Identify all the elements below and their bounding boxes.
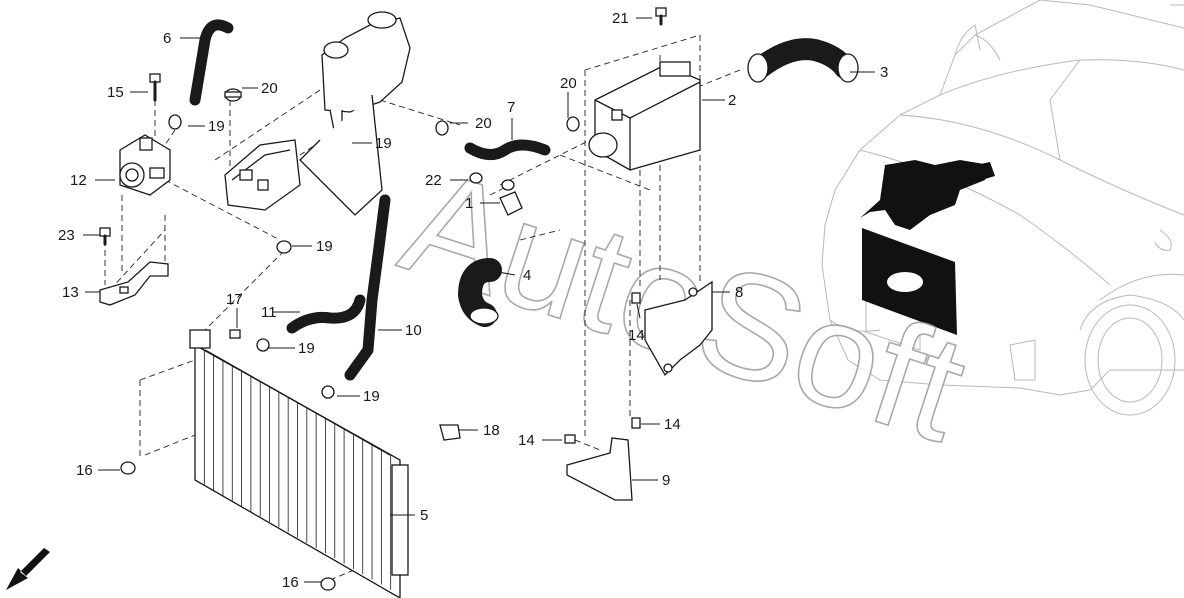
clip-part-19-a — [168, 114, 182, 130]
part-label: 19 — [363, 388, 380, 405]
bolt-part-15 — [149, 73, 161, 102]
cap-part-16-a — [120, 461, 136, 475]
part-label: 15 — [107, 84, 124, 101]
part-label: 19 — [375, 135, 392, 152]
part-label: 8 — [735, 284, 743, 301]
duct-part-3 — [747, 38, 859, 83]
part-label: 16 — [76, 462, 93, 479]
bracket-part-9 — [566, 437, 633, 501]
part-label: 14 — [518, 432, 535, 449]
clip-part-20-b — [435, 120, 449, 136]
hose-part-7 — [464, 139, 551, 160]
part-label: 19 — [208, 118, 225, 135]
bracket-part-8 — [644, 280, 713, 377]
hose-part-11 — [286, 294, 366, 334]
clip-part-20-c — [566, 116, 580, 132]
part-label: 20 — [560, 75, 577, 92]
part-label: 14 — [628, 327, 645, 344]
hose-part-10 — [344, 194, 391, 381]
part-label: 23 — [58, 227, 75, 244]
part-label: 10 — [405, 322, 422, 339]
hose-part-4 — [458, 258, 502, 327]
leader-lines — [83, 17, 875, 583]
radiator-part-5 — [189, 329, 409, 598]
pump-part-12 — [119, 134, 171, 196]
bolt-part-14-c — [564, 434, 576, 444]
bolt-part-17 — [229, 329, 241, 339]
hose-part-6 — [189, 19, 234, 106]
part-label: 1 — [465, 195, 473, 212]
part-label: 18 — [483, 422, 500, 439]
part-label: 16 — [282, 574, 299, 591]
bolt-part-14-b — [631, 417, 641, 429]
part-label: 9 — [662, 472, 670, 489]
part-label: 11 — [261, 304, 277, 321]
part-label: 14 — [664, 416, 681, 433]
clip-part-19-e — [321, 385, 335, 399]
expansion-tank — [299, 11, 411, 216]
part-label: 22 — [425, 172, 442, 189]
arrow-down-left-icon — [6, 548, 50, 590]
part-label: 4 — [523, 267, 531, 284]
clip-part-19-c — [276, 240, 292, 254]
vehicle-radiator-highlight — [860, 160, 995, 335]
part-labels: 6 15 19 12 23 13 20 19 19 19 19 17 11 10… — [58, 10, 888, 591]
bolt-part-22 — [469, 172, 483, 184]
clip-part-18 — [439, 424, 461, 441]
clip-part-20-a — [224, 88, 242, 102]
part-label: 19 — [316, 238, 333, 255]
part-label: 5 — [420, 507, 428, 524]
part-label: 2 — [728, 92, 736, 109]
part-label: 20 — [475, 115, 492, 132]
part-label: 20 — [261, 80, 278, 97]
part-label: 21 — [612, 10, 629, 27]
heat-exchanger-part-2 — [588, 61, 701, 171]
heater-unit — [224, 139, 301, 211]
part-label: 19 — [298, 340, 315, 357]
bolt-part-21 — [655, 7, 667, 26]
cap-part-16-b — [320, 577, 336, 591]
part-label: 13 — [62, 284, 79, 301]
part-label: 6 — [163, 30, 171, 47]
bracket-part-13 — [99, 261, 169, 306]
bolt-part-23 — [99, 227, 111, 246]
part-label: 12 — [70, 172, 87, 189]
part-label: 7 — [507, 99, 515, 116]
bolt-part-14-a — [631, 292, 641, 304]
part-label: 3 — [880, 64, 888, 81]
sensor-part-1 — [499, 179, 523, 216]
clip-part-19-d — [256, 338, 270, 352]
part-label: 17 — [226, 291, 243, 308]
